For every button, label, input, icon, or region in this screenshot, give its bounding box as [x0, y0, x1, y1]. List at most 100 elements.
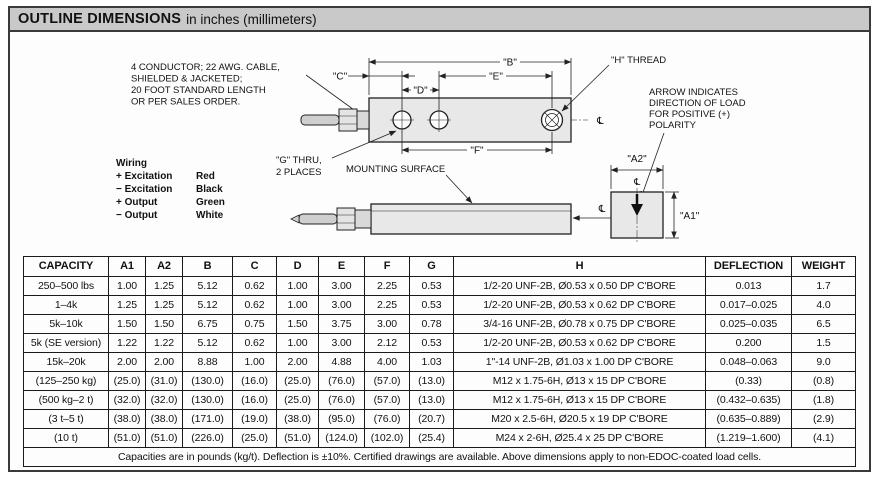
table-cell: (125–250 kg)	[23, 371, 109, 391]
table-cell: 1"-14 UNF-2B, Ø1.03 x 1.00 DP C'BORE	[453, 352, 706, 372]
h-thread-label: "H" THREAD	[611, 55, 666, 66]
cable-note-leader	[305, 74, 362, 116]
table-cell: 2.00	[145, 352, 183, 372]
table-cell: (19.0)	[232, 409, 277, 429]
table-cell: (32.0)	[145, 390, 183, 410]
table-cell: 2.00	[276, 352, 319, 372]
table-cell: 3.75	[318, 314, 365, 334]
dim-f-label: "F"	[470, 146, 484, 157]
table-cell: 5.12	[182, 333, 233, 353]
table-cell: (20.7)	[409, 409, 454, 429]
h-thread-leader	[561, 64, 610, 112]
mounting-surface-leader	[445, 174, 473, 204]
table-cell: (130.0)	[182, 390, 233, 410]
column-header-e: E	[318, 256, 365, 277]
table-cell: 0.53	[409, 333, 454, 353]
cable	[298, 213, 338, 225]
table-cell: 1.7	[791, 276, 856, 296]
table-cell: 1.00	[276, 276, 319, 296]
table-cell: 4.00	[364, 352, 410, 372]
table-cell: (4.1)	[791, 428, 856, 448]
table-cell: 2.00	[108, 352, 146, 372]
centerline-icon: ℄	[633, 177, 641, 188]
table-cell: 15k–20k	[23, 352, 109, 372]
dim-e-label: "E"	[489, 72, 503, 83]
wiring-color: Green	[196, 197, 225, 208]
table-cell: (51.0)	[276, 428, 319, 448]
table-cell: 4.0	[791, 295, 856, 315]
top-view-dimension-labels: "B" "E" "C" "D" "F"	[333, 56, 520, 157]
cable-note-line: SHIELDED & JACKETED;	[131, 74, 242, 85]
table-cell: 0.048–0.063	[705, 352, 792, 372]
spec-sheet: OUTLINE DIMENSIONS in inches (millimeter…	[8, 6, 871, 472]
table-cell: (76.0)	[318, 371, 365, 391]
table-cell: 0.017–0.025	[705, 295, 792, 315]
table-footnote-row: Capacities are in pounds (kg/t). Deflect…	[23, 447, 856, 467]
wiring-title: Wiring	[116, 158, 147, 169]
table-cell: 0.75	[232, 314, 277, 334]
table-cell: (0.33)	[705, 371, 792, 391]
table-cell: 3.00	[318, 333, 365, 353]
g-thru-line: 2 PLACES	[276, 167, 321, 178]
spec-table: CAPACITY A1 A2 B C D E F G H DEFLECTION …	[23, 256, 856, 467]
column-header-g: G	[409, 256, 454, 277]
title-bar: OUTLINE DIMENSIONS in inches (millimeter…	[10, 8, 869, 32]
table-cell: 9.0	[791, 352, 856, 372]
column-header-c: C	[232, 256, 277, 277]
table-cell: (3 t–5 t)	[23, 409, 109, 429]
wiring-color: White	[196, 210, 224, 221]
table-cell: (1.219–1.600)	[705, 428, 792, 448]
table-cell: (2.9)	[791, 409, 856, 429]
table-row: (10 t)(51.0)(51.0)(226.0)(25.0)(51.0)(12…	[23, 428, 856, 448]
table-cell: (124.0)	[318, 428, 365, 448]
arrow-note-line: POLARITY	[649, 120, 697, 131]
table-cell: 1.00	[232, 352, 277, 372]
end-view: "A2" ℄ "A1"	[610, 154, 700, 242]
wiring-color: Black	[196, 184, 223, 195]
table-cell: 1/2-20 UNF-2B, Ø0.53 x 0.62 DP C'BORE	[453, 333, 706, 353]
table-cell: 3/4-16 UNF-2B, Ø0.78 x 0.75 DP C'BORE	[453, 314, 706, 334]
page-subtitle: in inches (millimeters)	[186, 11, 317, 27]
load-direction-arrow-icon	[631, 204, 643, 216]
table-cell: 1/2-20 UNF-2B, Ø0.53 x 0.62 DP C'BORE	[453, 295, 706, 315]
table-cell: 1.00	[276, 333, 319, 353]
wiring-signal: − Output	[116, 210, 158, 221]
arrow-note-leader	[640, 132, 665, 199]
table-cell: (16.0)	[232, 371, 277, 391]
column-header-d: D	[276, 256, 319, 277]
side-view: ℄	[290, 203, 614, 235]
table-cell: (38.0)	[276, 409, 319, 429]
table-cell: 5.12	[182, 276, 233, 296]
table-footnote: Capacities are in pounds (kg/t). Deflect…	[23, 447, 856, 467]
table-cell: 0.62	[232, 276, 277, 296]
table-cell: (102.0)	[364, 428, 410, 448]
column-header-b: B	[182, 256, 233, 277]
table-cell: 250–500 lbs	[23, 276, 109, 296]
table-cell: (38.0)	[108, 409, 146, 429]
table-cell: (0.635–0.889)	[705, 409, 792, 429]
table-cell: 1.25	[145, 276, 183, 296]
table-cell: 5.12	[182, 295, 233, 315]
table-cell: 0.62	[232, 333, 277, 353]
dim-c-label: "C"	[333, 72, 348, 83]
table-cell: 1.50	[276, 314, 319, 334]
wiring-signal: + Output	[116, 197, 158, 208]
column-header-f: F	[364, 256, 410, 277]
table-cell: 5k (SE version)	[23, 333, 109, 353]
arrow-note-line: ARROW INDICATES	[649, 87, 738, 98]
table-cell: (16.0)	[232, 390, 277, 410]
table-cell: (13.0)	[409, 371, 454, 391]
table-cell: 4.88	[318, 352, 365, 372]
table-cell: 1.03	[409, 352, 454, 372]
table-cell: 2.12	[364, 333, 410, 353]
table-cell: 1.22	[145, 333, 183, 353]
dim-a1-label: "A1"	[680, 211, 700, 222]
table-cell: 0.53	[409, 276, 454, 296]
cable-note-line: OR PER SALES ORDER.	[131, 97, 240, 108]
cable-note-line: 4 CONDUCTOR; 22 AWG. CABLE,	[131, 62, 280, 73]
table-cell: 0.025–0.035	[705, 314, 792, 334]
